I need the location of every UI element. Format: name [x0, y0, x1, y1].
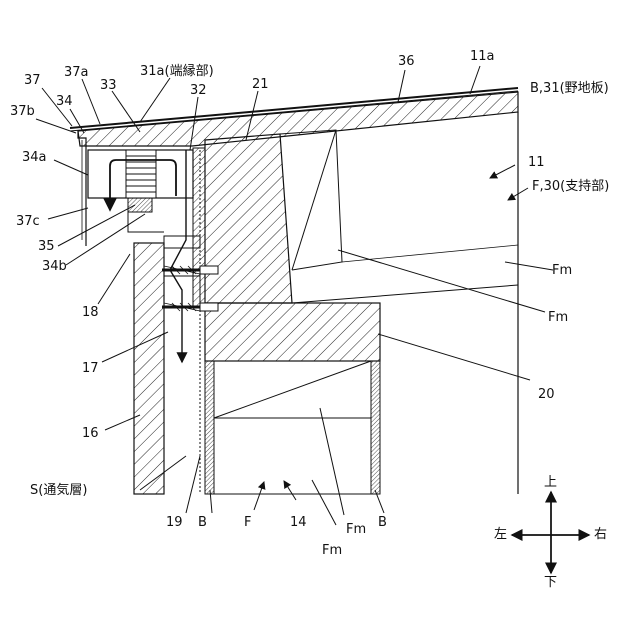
label-B-right: B: [378, 516, 387, 529]
label-33: 33: [100, 79, 117, 92]
label-B-left: B: [198, 516, 207, 529]
compass-left: 左: [494, 528, 507, 541]
label-11: 11: [528, 156, 545, 169]
label-37c: 37c: [16, 215, 40, 228]
label-20: 20: [538, 388, 555, 401]
label-32: 32: [190, 84, 207, 97]
exterior-wall-16: [134, 243, 164, 494]
label-F: F: [244, 516, 251, 529]
rafter-21: [205, 134, 292, 303]
label-F30: F,30(支持部): [532, 180, 609, 193]
compass-up: 上: [544, 476, 557, 489]
compass-down: 下: [544, 576, 557, 589]
screw-lower: [162, 303, 218, 311]
direction-compass: [512, 492, 589, 573]
label-35: 35: [38, 240, 55, 253]
label-Fm-bottom: Fm: [322, 544, 342, 557]
label-19: 19: [166, 516, 183, 529]
furring-32: [193, 148, 205, 308]
label-21: 21: [252, 78, 269, 91]
wall-diag: [214, 361, 371, 418]
truss-lines: [280, 130, 342, 270]
boundary-B-left: [205, 361, 214, 494]
truss-diag: [292, 130, 336, 270]
screen-35: [128, 198, 152, 212]
airflow-arrow-down: [170, 150, 186, 362]
label-36: 36: [398, 55, 415, 68]
compass-right: 右: [594, 528, 607, 541]
label-Fm-right: Fm: [548, 311, 568, 324]
label-31a: 31a(端縁部): [140, 65, 214, 78]
label-Fm-bottom-right: Fm: [346, 523, 366, 536]
label-34b: 34b: [42, 260, 67, 273]
boundary-B-right: [371, 361, 380, 494]
label-37a: 37a: [64, 66, 89, 79]
label-18: 18: [82, 306, 99, 319]
label-17: 17: [82, 362, 99, 375]
label-S: S(通気層): [30, 484, 87, 497]
roof-board-31: [78, 92, 518, 146]
label-Fm-right-upper: Fm: [552, 264, 572, 277]
label-34: 34: [56, 95, 73, 108]
label-37: 37: [24, 74, 41, 87]
louver-33: [126, 150, 156, 198]
wall-frame: [205, 361, 380, 494]
label-14: 14: [290, 516, 307, 529]
label-B31: B,31(野地板): [530, 82, 609, 95]
label-11a: 11a: [470, 50, 495, 63]
label-37b: 37b: [10, 105, 35, 118]
label-16: 16: [82, 427, 99, 440]
label-34a: 34a: [22, 151, 47, 164]
beam-20: [205, 303, 380, 361]
